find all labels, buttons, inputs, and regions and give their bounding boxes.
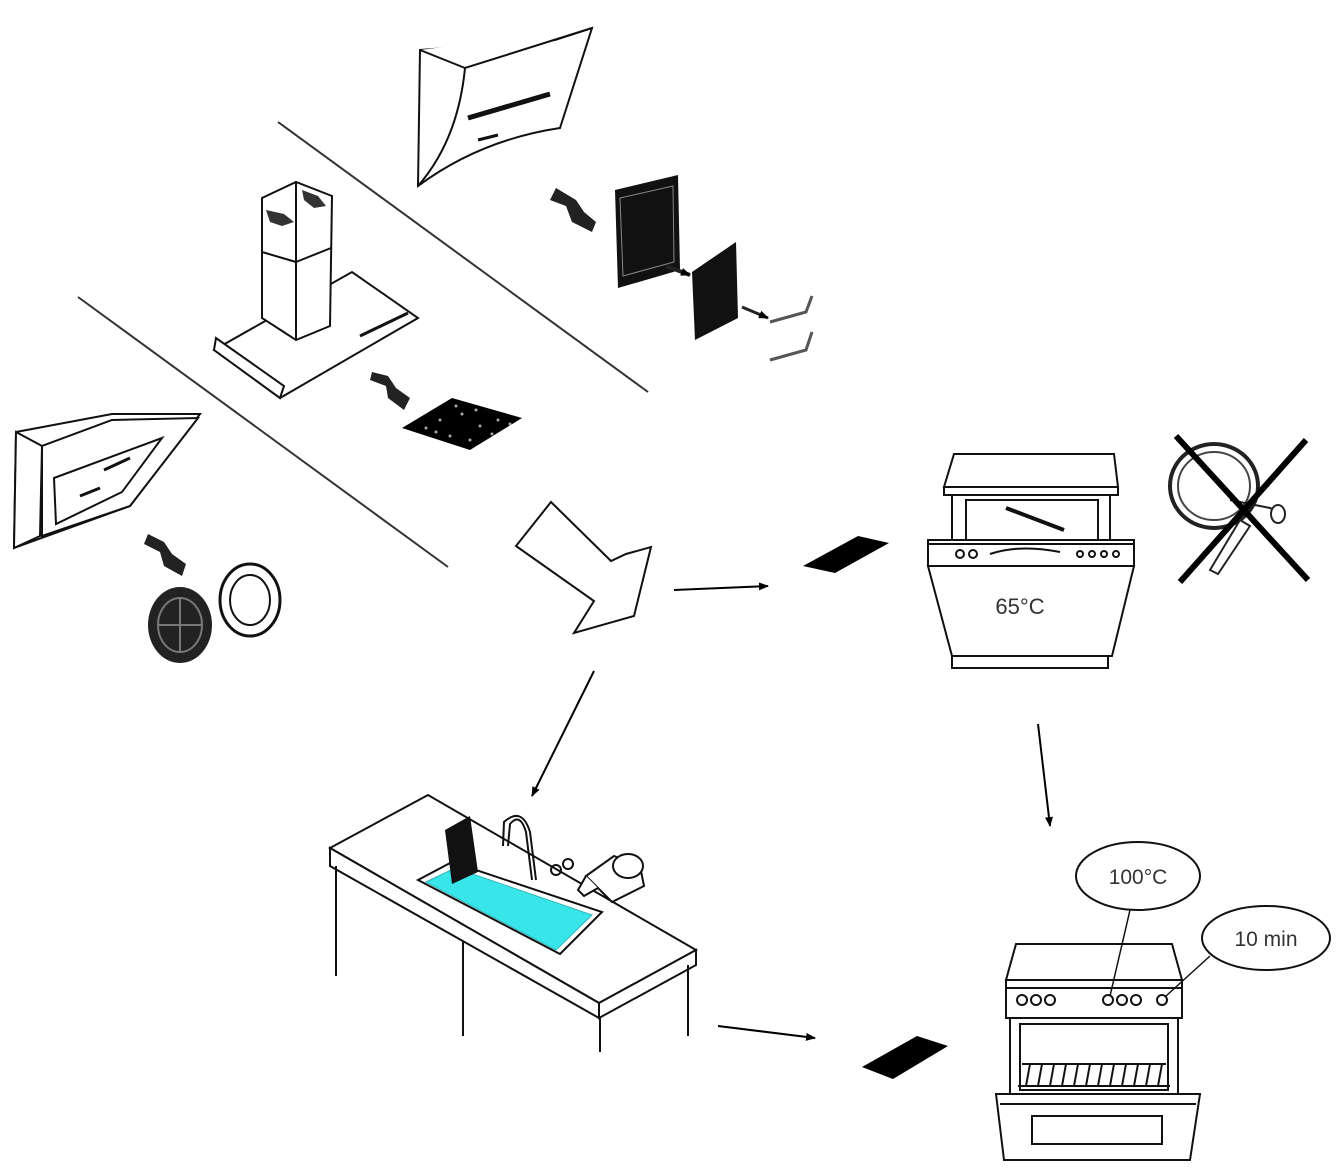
flow-arrow-icon <box>665 264 691 277</box>
metal-filter-icon <box>692 242 738 340</box>
big-flow-arrow-icon <box>514 500 653 635</box>
pyramid-hood-icon <box>12 413 203 550</box>
faucet-icon <box>502 814 574 881</box>
pointer-arrow-icon <box>550 188 596 232</box>
pointer-arrow-icon <box>370 372 410 410</box>
charcoal-filter-icon <box>402 398 522 450</box>
metal-filter-icon <box>445 816 478 884</box>
pointer-arrow-icon <box>302 190 326 208</box>
detergent-bottle-icon <box>576 853 646 904</box>
flow-arrow-icon <box>741 305 769 320</box>
round-filter-icon <box>218 562 282 638</box>
oven-time-label: 10 min <box>1234 928 1297 951</box>
oven-time-callout <box>1165 905 1331 997</box>
filter-clip-icon <box>769 295 814 362</box>
oven-temperature-callout <box>1075 841 1201 997</box>
oven-temperature-label: 100°C <box>1109 866 1168 889</box>
flow-arrow-icon <box>717 1025 816 1041</box>
pointer-arrow-icon <box>144 534 186 576</box>
angled-hood-icon <box>416 26 594 189</box>
metal-filter-icon <box>803 536 889 573</box>
metal-filter-icon <box>862 1036 948 1079</box>
crossed-out-scrubber-icon <box>1168 433 1311 584</box>
divider-line-bottom <box>77 296 449 568</box>
metal-filter-icon <box>615 175 680 288</box>
soak-water <box>424 867 593 951</box>
round-filter-icon <box>148 587 212 663</box>
chimney-hood-icon <box>212 180 420 400</box>
dishwasher-icon <box>926 453 1136 669</box>
dishwasher-temperature-label: 65°C <box>995 594 1044 619</box>
divider-line-top <box>277 121 649 393</box>
pointer-arrow-icon <box>266 210 294 226</box>
flow-arrow-icon <box>1037 723 1053 827</box>
oven-icon <box>994 943 1202 1161</box>
flow-arrow-icon <box>673 582 769 591</box>
flow-arrow-icon <box>531 670 595 797</box>
